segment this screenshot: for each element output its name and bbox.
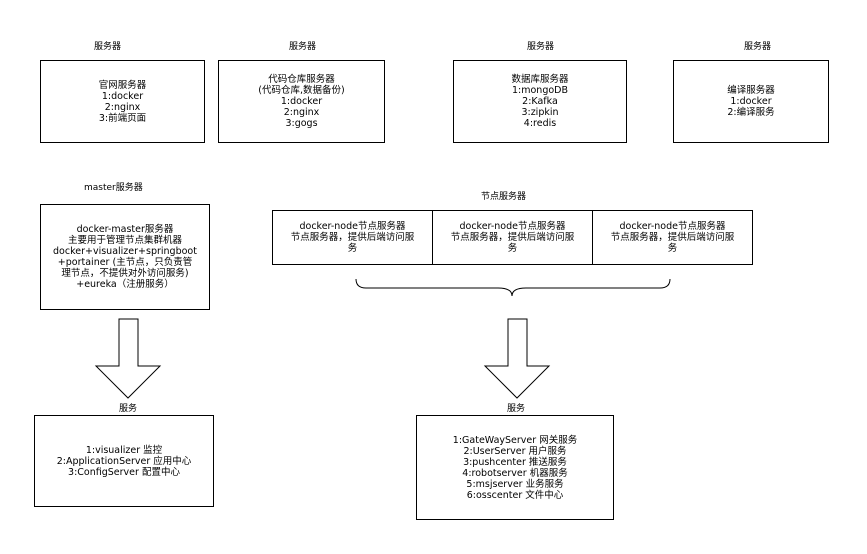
website-server-box: 官网服务器 1:docker 2:nginx 3:前端页面	[40, 60, 205, 143]
box-line: +eureka（注册服务）	[76, 279, 174, 290]
database-server-box: 数据库服务器 1:mongoDB 2:Kafka 3:zipkin 4:redi…	[453, 60, 627, 143]
box-line: 3:zipkin	[521, 107, 559, 118]
box-line: 3:前端页面	[98, 112, 147, 124]
box-line: 务	[347, 243, 358, 254]
master-services-label: 服务	[119, 404, 138, 414]
node-services-label: 服务	[507, 404, 526, 414]
box-line: 数据库服务器	[511, 74, 569, 85]
box-line: 务	[507, 243, 518, 254]
box-line: +portainer (主节点，只负责管	[57, 257, 193, 268]
box-line: 1:docker	[101, 90, 144, 102]
node-server-box-1: docker-node节点服务器 节点服务器，提供后端访问服 务	[272, 210, 433, 265]
nodes-down-arrow	[483, 318, 551, 399]
box-line: 1:visualizer 监控	[85, 444, 163, 456]
box-line: 代码仓库服务器	[268, 74, 335, 85]
box-line: 务	[667, 243, 678, 254]
nodes-brace	[355, 278, 671, 297]
master-server-box: docker-master服务器 主要用于管理节点集群机器 docker+vis…	[40, 204, 210, 310]
box-line: 编译服务器	[727, 85, 775, 96]
box-line: (代码仓库,数据备份)	[258, 85, 345, 96]
box-line: 理节点，不提供对外访问服务)	[61, 268, 189, 279]
box-line: docker-node节点服务器	[459, 221, 566, 232]
box-line: docker+visualizer+springboot	[53, 246, 197, 257]
box-line: 2:nginx	[283, 107, 320, 118]
box-line: 1:docker	[280, 96, 323, 107]
node-server-box-2: docker-node节点服务器 节点服务器，提供后端访问服 务	[432, 210, 593, 265]
box-line: docker-node节点服务器	[299, 221, 406, 232]
server-1-label: 服务器	[94, 42, 122, 52]
box-line: 2:UserServer 用户服务	[463, 445, 567, 457]
box-line: 6:osscenter 文件中心	[466, 489, 564, 501]
box-line: 2:编译服务	[727, 107, 775, 118]
nodes-label: 节点服务器	[481, 192, 527, 202]
box-line: 2:ApplicationServer 应用中心	[56, 455, 192, 467]
master-label: master服务器	[84, 183, 143, 193]
box-line: 官网服务器	[98, 79, 147, 91]
box-line: 4:robotserver 机器服务	[462, 467, 568, 479]
master-services-box: 1:visualizer 监控 2:ApplicationServer 应用中心…	[34, 415, 214, 507]
server-4-label: 服务器	[744, 42, 772, 52]
node-server-box-3: docker-node节点服务器 节点服务器，提供后端访问服 务	[592, 210, 753, 265]
box-line: 3:gogs	[285, 118, 318, 129]
box-line: 2:Kafka	[522, 96, 558, 107]
box-line: 节点服务器，提供后端访问服	[290, 232, 415, 243]
box-line: docker-node节点服务器	[619, 221, 726, 232]
node-services-box: 1:GateWayServer 网关服务 2:UserServer 用户服务 3…	[416, 415, 614, 520]
server-2-label: 服务器	[289, 42, 317, 52]
box-line: 主要用于管理节点集群机器	[67, 235, 182, 246]
box-line: 1:GateWayServer 网关服务	[452, 434, 578, 446]
box-line: 1:mongoDB	[511, 85, 568, 96]
server-3-label: 服务器	[527, 42, 555, 52]
box-line: 4:redis	[523, 118, 557, 129]
box-line: 2:nginx	[104, 101, 141, 113]
master-down-arrow	[94, 318, 162, 399]
build-server-box: 编译服务器 1:docker 2:编译服务	[673, 60, 829, 143]
box-line: 5:msjserver 业务服务	[466, 478, 564, 490]
box-line: 3:ConfigServer 配置中心	[68, 466, 180, 478]
box-line: 节点服务器，提供后端访问服	[610, 232, 735, 243]
code-repo-server-box: 代码仓库服务器 (代码仓库,数据备份) 1:docker 2:nginx 3:g…	[218, 60, 385, 143]
box-line: 1:docker	[730, 96, 772, 107]
box-line: 节点服务器，提供后端访问服	[450, 232, 575, 243]
box-line: docker-master服务器	[76, 224, 174, 235]
box-line: 3:pushcenter 推送服务	[463, 456, 567, 468]
